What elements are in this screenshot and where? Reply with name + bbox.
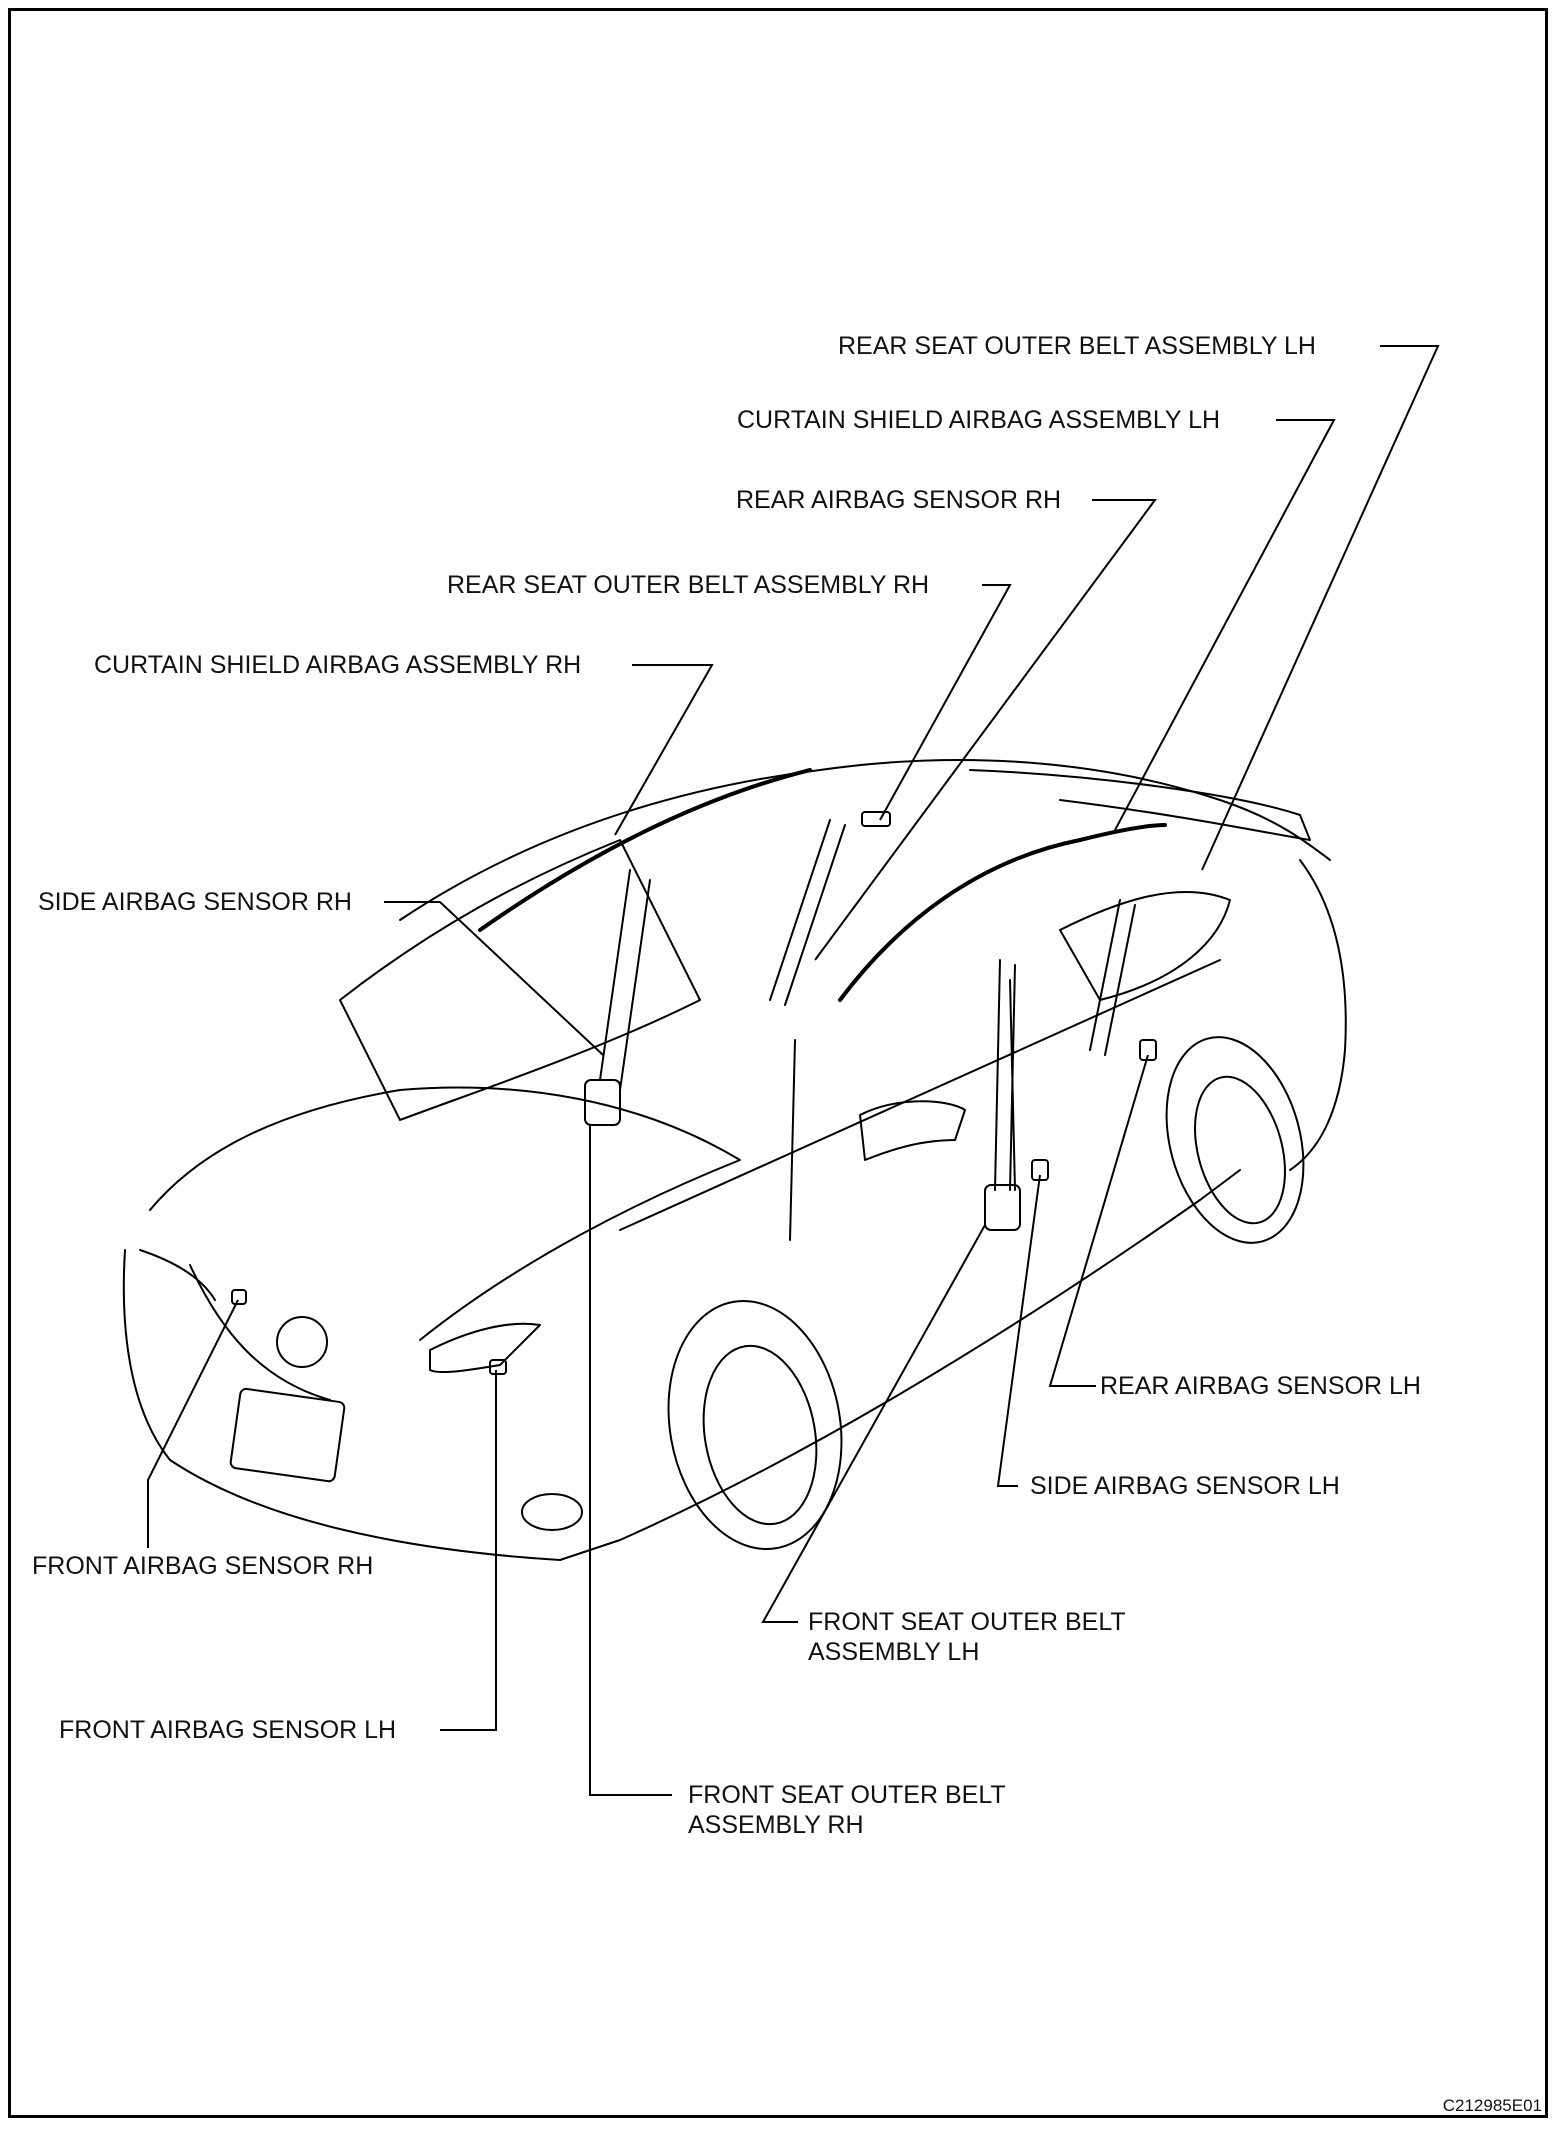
front-airbag-sensor-lh-shape — [489, 1359, 507, 1375]
front-belt-retractor-lh — [984, 1184, 1021, 1231]
leader-rear-airbag-sensor-rh — [814, 499, 1157, 961]
leader-rear-seat-outer-belt-rh — [879, 584, 1012, 821]
label-front-airbag-sensor-rh: FRONT AIRBAG SENSOR RH — [32, 1552, 374, 1580]
headlight-left — [429, 1322, 541, 1374]
label-curtain-shield-airbag-rh: CURTAIN SHIELD AIRBAG ASSEMBLY RH — [94, 651, 582, 679]
front-door-line — [789, 979, 1016, 1241]
side-sill — [619, 1169, 1241, 1541]
hood-outline — [149, 1086, 741, 1341]
rear-airbag-sensor-lh-shape — [1139, 1039, 1157, 1061]
leader-front-seat-outer-belt-rh — [589, 1125, 672, 1796]
rear-body — [1289, 859, 1347, 1171]
belt-front-rh — [599, 869, 651, 1091]
front-wheel — [702, 1344, 818, 1526]
leader-curtain-shield-airbag-rh — [614, 664, 714, 836]
front-belt-retractor-rh — [584, 1079, 621, 1126]
leader-side-airbag-sensor-rh — [384, 901, 604, 1056]
car-roof-outline — [399, 759, 1331, 921]
side-mirror — [859, 1100, 966, 1161]
label-line: FRONT SEAT OUTER BELT — [808, 1608, 1126, 1636]
belt-rear-lh — [1089, 899, 1136, 1056]
rear-wheel-arch — [1165, 1036, 1305, 1244]
curtain-airbag-rh-shape — [478, 768, 812, 932]
label-side-airbag-sensor-lh: SIDE AIRBAG SENSOR LH — [1030, 1472, 1340, 1500]
rear-wheel — [1194, 1075, 1286, 1225]
belt-front-lh — [994, 959, 1016, 1191]
front-grille — [189, 1264, 331, 1401]
label-front-seat-outer-belt-lh: FRONT SEAT OUTER BELT ASSEMBLY LH — [808, 1607, 1126, 1667]
front-airbag-sensor-rh-shape — [231, 1289, 247, 1305]
windshield-outline — [339, 839, 701, 1121]
label-line: FRONT SEAT OUTER BELT — [688, 1781, 1006, 1809]
front-emblem — [276, 1316, 328, 1368]
leader-rear-airbag-sensor-lh — [1048, 1054, 1149, 1387]
belt-rear-rh — [769, 819, 846, 1006]
label-line: ASSEMBLY LH — [808, 1638, 980, 1666]
label-side-airbag-sensor-rh: SIDE AIRBAG SENSOR RH — [38, 888, 352, 916]
side-beltline — [619, 959, 1221, 1231]
label-front-airbag-sensor-lh: FRONT AIRBAG SENSOR LH — [59, 1716, 397, 1744]
leader-front-seat-outer-belt-lh — [761, 1224, 986, 1623]
rear-spoiler — [969, 769, 1311, 841]
fog-lamp — [521, 1493, 583, 1531]
label-rear-airbag-sensor-lh: REAR AIRBAG SENSOR LH — [1100, 1372, 1421, 1400]
curtain-airbag-lh-shape — [838, 823, 1167, 1002]
leader-rear-seat-outer-belt-lh — [1201, 345, 1440, 871]
diagram-frame — [8, 8, 1548, 2118]
figure-code: C212985E01 — [1442, 2096, 1542, 2115]
leader-front-airbag-sensor-rh — [147, 1299, 239, 1548]
headlight-right — [139, 1249, 216, 1301]
label-curtain-shield-airbag-lh: CURTAIN SHIELD AIRBAG ASSEMBLY LH — [737, 406, 1221, 434]
rear-airbag-sensor-rh-shape — [861, 811, 891, 827]
license-plate — [229, 1387, 346, 1483]
front-bumper — [122, 1249, 621, 1561]
label-rear-seat-outer-belt-lh: REAR SEAT OUTER BELT ASSEMBLY LH — [838, 332, 1316, 360]
label-rear-airbag-sensor-rh: REAR AIRBAG SENSOR RH — [736, 486, 1062, 514]
rear-quarter-window — [1059, 890, 1231, 1001]
leader-front-airbag-sensor-lh — [440, 1370, 497, 1731]
label-line: ASSEMBLY RH — [688, 1811, 864, 1839]
leader-curtain-shield-airbag-lh — [1114, 419, 1336, 831]
label-rear-seat-outer-belt-rh: REAR SEAT OUTER BELT ASSEMBLY RH — [447, 571, 930, 599]
leader-side-airbag-sensor-lh — [996, 1174, 1041, 1487]
front-wheel-arch — [667, 1300, 843, 1550]
label-front-seat-outer-belt-rh: FRONT SEAT OUTER BELT ASSEMBLY RH — [688, 1780, 1006, 1840]
